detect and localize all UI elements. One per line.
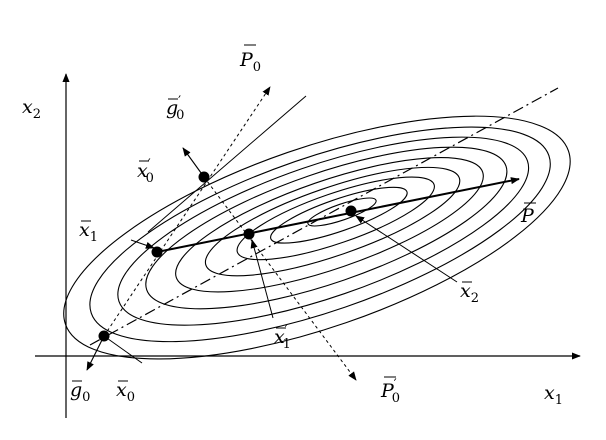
p0-direction-line bbox=[103, 86, 271, 337]
label-x1-axis: x1 bbox=[544, 382, 563, 408]
label-x2-axis: x2 bbox=[22, 96, 41, 122]
svg-text:x0: x0 bbox=[116, 379, 135, 405]
point-x0 bbox=[98, 330, 110, 342]
contour-lines bbox=[63, 115, 571, 360]
point-x2 bbox=[345, 205, 357, 217]
point-x1-prime bbox=[243, 228, 255, 240]
label-p0: P0 bbox=[239, 44, 261, 75]
x0-leader bbox=[103, 335, 143, 364]
contour-2 bbox=[270, 186, 408, 244]
svg-text:g0: g0 bbox=[70, 379, 90, 405]
point-x0-prime bbox=[198, 171, 210, 183]
p-direction-line bbox=[156, 177, 520, 253]
x1-prime-leader bbox=[250, 239, 274, 319]
contour-9 bbox=[63, 115, 571, 360]
svg-text:x2: x2 bbox=[460, 280, 479, 306]
label-x0-prime: x′0 bbox=[137, 157, 154, 186]
label-p0-prime: P′0 bbox=[380, 376, 400, 406]
contour-1 bbox=[307, 197, 377, 227]
svg-text:P0: P0 bbox=[239, 49, 261, 75]
x2-leader bbox=[355, 215, 458, 283]
label-g0: g0 bbox=[70, 379, 90, 405]
svg-text:x1: x1 bbox=[79, 219, 98, 245]
contour-5 bbox=[175, 157, 484, 293]
label-x1-prime: x′1 bbox=[274, 323, 291, 352]
svg-text:P′0: P′0 bbox=[380, 377, 400, 406]
p0-prime-direction-line bbox=[203, 176, 357, 381]
svg-text:x′0: x′0 bbox=[137, 157, 154, 186]
label-x2: x2 bbox=[460, 280, 479, 306]
g0-prime-arrow bbox=[182, 147, 205, 178]
g0-arrow bbox=[86, 335, 105, 371]
label-p: P bbox=[520, 202, 536, 227]
point-x1 bbox=[151, 246, 163, 258]
svg-text:g′0: g′0 bbox=[166, 94, 184, 123]
contour-6 bbox=[145, 146, 508, 310]
svg-text:x′1: x′1 bbox=[274, 323, 291, 352]
svg-text:x1: x1 bbox=[544, 382, 563, 408]
contour-7 bbox=[117, 136, 530, 326]
svg-text:P: P bbox=[520, 205, 535, 227]
label-x1: x1 bbox=[79, 219, 98, 245]
principal-axis-line bbox=[89, 87, 559, 346]
contour-8 bbox=[89, 126, 551, 343]
x1-leader bbox=[130, 239, 155, 249]
contour-3 bbox=[236, 176, 435, 261]
label-x0: x0 bbox=[116, 379, 135, 405]
svg-text:x2: x2 bbox=[22, 96, 41, 122]
contour-4 bbox=[204, 166, 461, 277]
label-g0-prime: g′0 bbox=[166, 94, 184, 123]
tangent-line bbox=[147, 95, 307, 233]
